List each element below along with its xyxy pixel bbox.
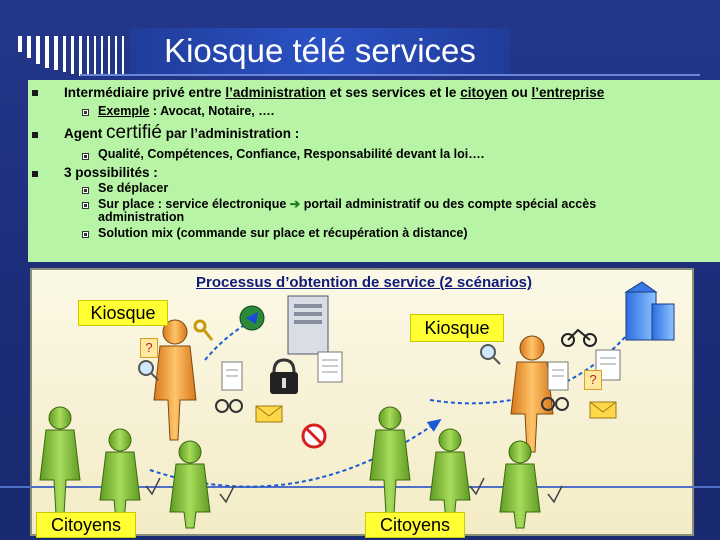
bullet-3: 3 possibilités : [64,165,158,180]
sub-bullet-marker [82,153,89,160]
bullet-3-sub-3: Solution mix (commande sur place et récu… [98,226,468,240]
title-divider [80,74,700,76]
motorbike-icon [561,328,597,347]
title-decoration [18,36,124,76]
citoyens-label-left: Citoyens [36,512,136,538]
kiosque-label-left: Kiosque [78,300,168,326]
bullet-2: Agent certifié par l’administration : [64,122,300,143]
checkmark-icon [145,477,161,496]
server-icon [287,295,329,355]
sub-bullet-marker [82,202,89,209]
envelope-icon [255,405,283,423]
slide-title: Kiosque télé services [130,28,510,74]
bottom-rule [0,486,720,488]
flow-arrow [149,418,442,488]
bullet-1-sub: Exemple : Avocat, Notaire, …. [98,104,275,118]
bullet-marker [32,90,38,96]
globe-icon [239,305,265,331]
sub-bullet-marker [82,187,89,194]
citizen-figure [499,440,541,529]
magnifier-icon [138,360,159,381]
bullet-3-sub-2: Sur place : service électronique ➔ porta… [98,197,597,211]
lock-icon [270,358,298,394]
sub-bullet-marker [82,231,89,238]
forbidden-icon [301,423,327,449]
bullet-marker [32,132,38,138]
kiosque-agent-figure [510,335,554,453]
key-icon [193,319,214,341]
bullet-panel: Intermédiaire privé entre l’administrati… [28,80,720,262]
document-icon [221,361,243,391]
citizen-figure [369,406,411,516]
kiosque-label-right: Kiosque [410,314,504,342]
bullet-marker [32,171,38,177]
bullet-3-sub-2-cont: administration [98,210,185,224]
bullet-3-sub-1: Se déplacer [98,181,169,195]
building-icon [624,281,675,341]
glasses-icon [541,397,569,411]
magnifier-icon [480,344,501,365]
citizen-figure [99,428,141,521]
checkmark-icon [219,485,235,504]
bullet-1: Intermédiaire privé entre l’administrati… [64,85,605,100]
bullet-2-sub: Qualité, Compétences, Confiance, Respons… [98,147,485,161]
question-mark-icon: ? [140,338,158,358]
kiosque-agent-figure [153,319,197,441]
diagram-title: Processus d’obtention de service (2 scén… [196,274,532,291]
checkmark-icon [469,477,485,496]
document-icon [317,351,343,383]
citizen-figure [429,428,471,521]
title-bar: Kiosque télé services [0,0,720,80]
citizen-figure [169,440,211,529]
document-icon [547,361,569,391]
citoyens-label-right: Citoyens [365,512,465,538]
question-mark-icon: ? [584,370,602,390]
checkmark-icon [547,485,563,504]
citizen-figure [39,406,81,516]
sub-bullet-marker [82,109,89,116]
envelope-icon [589,401,617,419]
glasses-icon [215,399,243,413]
